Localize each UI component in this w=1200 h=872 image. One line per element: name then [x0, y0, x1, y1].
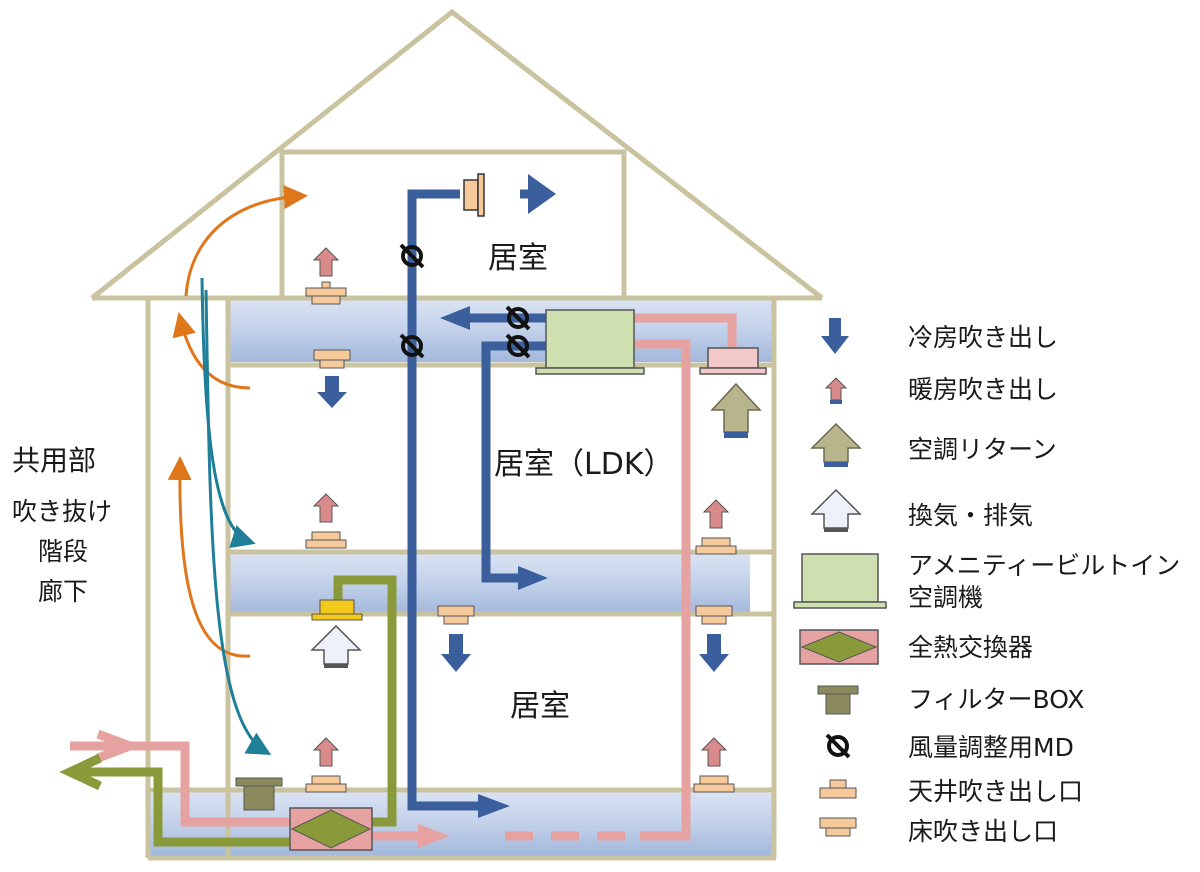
common-area-line-2: 階段 [38, 537, 88, 566]
common-area-line-3: 廊下 [38, 577, 88, 606]
legend-floor-outlet-icon [819, 817, 857, 837]
common-area-title: 共用部 [12, 444, 96, 477]
ventilation-duct [80, 575, 397, 847]
legend: 冷房吹き出し 暖房吹き出し 空調リターン 換気・排気 アメニティービルトイン 空… [793, 318, 1188, 846]
legend-damper-icon [825, 733, 851, 759]
attic-outlet [463, 173, 485, 217]
ac-return-grille [699, 347, 767, 375]
legend-heat-exchanger-icon [799, 629, 879, 665]
legend-return-icon [810, 422, 862, 467]
circulation-arrows [167, 185, 308, 755]
cooling-outlets [313, 349, 733, 672]
legend-filter-box-icon [817, 685, 859, 715]
legend-label-cooling: 冷房吹き出し [908, 323, 1058, 352]
room-label-lower: 居室 [510, 689, 570, 724]
ventilation-intake [310, 599, 363, 668]
legend-label-floor-outlet: 床吹き出し口 [908, 817, 1058, 846]
intake-arrowhead [96, 729, 143, 763]
legend-label-return: 空調リターン [908, 435, 1057, 464]
filter-box [235, 777, 283, 811]
legend-label-ventilation: 換気・排気 [908, 501, 1033, 530]
legend-heating-icon [824, 377, 848, 404]
legend-ac-unit-icon [793, 553, 887, 609]
heat-exchanger-outflow [372, 824, 450, 848]
heat-exchanger [289, 807, 373, 851]
legend-label-heat-exchanger: 全熱交換器 [908, 633, 1033, 662]
cooling-arrowheads [440, 174, 556, 818]
legend-label-heating: 暖房吹き出し [908, 375, 1058, 404]
heating-outlets [305, 247, 737, 793]
legend-ceiling-outlet-icon [819, 779, 857, 799]
legend-label-damper: 風量調整用MD [908, 733, 1074, 762]
legend-label-ac-unit: アメニティービルトイン 空調機 [908, 551, 1188, 612]
legend-cooling-icon [821, 318, 849, 354]
room-label-ldk: 居室（LDK） [494, 447, 674, 482]
return-arrow [710, 382, 762, 438]
cavity-upper [228, 298, 774, 362]
house-outline [90, 8, 824, 861]
exhaust-arrowhead [59, 753, 102, 791]
legend-label-filter-box: フィルターBOX [908, 685, 1084, 714]
legend-label-ceiling-outlet: 天井吹き出し口 [908, 777, 1083, 806]
dampers [399, 243, 531, 359]
legend-ventilation-icon [810, 488, 862, 532]
ac-unit [535, 309, 645, 375]
room-label-attic: 居室 [488, 241, 548, 276]
common-area-line-1: 吹き抜け [12, 497, 112, 526]
